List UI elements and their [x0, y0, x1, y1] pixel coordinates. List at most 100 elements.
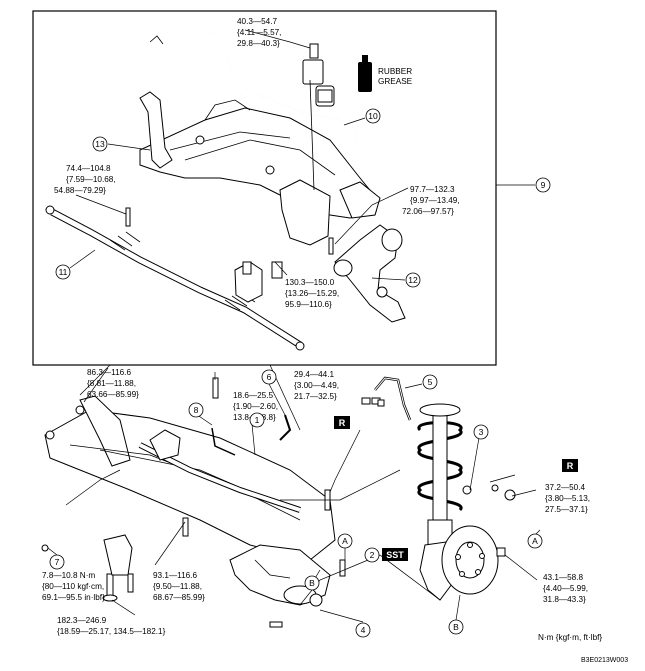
upper-bolts	[125, 207, 334, 255]
svg-text:29.8—40.3}: 29.8—40.3}	[237, 39, 280, 48]
svg-text:72.06—97.57}: 72.06—97.57}	[402, 207, 454, 216]
svg-text:74.4—104.8: 74.4—104.8	[66, 164, 111, 173]
grease-label-2: GREASE	[378, 77, 413, 86]
grease-label-1: RUBBER	[378, 67, 412, 76]
badge-r-1: R	[334, 416, 350, 429]
torque-spec-2: 74.4—104.8 {7.59—10.68, 54.88—79.29}	[54, 164, 116, 195]
svg-text:63.66—85.99}: 63.66—85.99}	[87, 390, 139, 399]
callout-9: 9	[535, 177, 551, 193]
svg-text:A: A	[532, 536, 538, 546]
svg-text:8: 8	[194, 405, 199, 415]
svg-text:{8.81—11.88,: {8.81—11.88,	[87, 379, 136, 388]
callout-4: 4	[355, 622, 371, 638]
svg-text:{9.50—11.88,: {9.50—11.88,	[153, 582, 202, 591]
torque-spec-4: 130.3—150.0 {13.26—15.29, 95.9—110.6}	[285, 278, 339, 309]
ref-a-1: A	[337, 533, 353, 549]
lower-steering-gear	[138, 429, 301, 513]
svg-text:10: 10	[368, 111, 378, 121]
svg-text:{18.59—25.17, 134.5—182.1}: {18.59—25.17, 134.5—182.1}	[57, 627, 166, 636]
svg-text:69.1—95.5 in·lbf}: 69.1—95.5 in·lbf}	[42, 593, 105, 602]
svg-text:18.6—25.5: 18.6—25.5	[233, 391, 274, 400]
svg-text:97.7—132.3: 97.7—132.3	[410, 185, 455, 194]
svg-text:{80—110 kgf·cm,: {80—110 kgf·cm,	[42, 582, 104, 591]
svg-text:21.7—32.5}: 21.7—32.5}	[294, 392, 337, 401]
stabilizer-link-and-hose	[211, 376, 412, 456]
svg-text:13: 13	[95, 139, 105, 149]
torque-spec-3: 97.7—132.3 {9.97—13.49, 72.06—97.57}	[402, 185, 460, 216]
svg-text:{4.40—5.99,: {4.40—5.99,	[543, 584, 588, 593]
svg-text:B: B	[309, 578, 315, 588]
svg-text:{9.97—13.49,: {9.97—13.49,	[410, 196, 460, 205]
svg-text:182.3—246.9: 182.3—246.9	[57, 616, 107, 625]
svg-text:86.3—116.6: 86.3—116.6	[87, 368, 131, 377]
torque-spec-10: 93.1—116.6 {9.50—11.88, 68.67—85.99}	[153, 571, 205, 602]
svg-text:R: R	[567, 461, 574, 471]
callout-1: 1	[249, 412, 265, 428]
callout-7: 7	[49, 554, 65, 570]
torque-spec-7: 29.4—44.1 {3.00—4.49, 21.7—32.5}	[294, 370, 339, 401]
ref-b-2: B	[448, 619, 464, 635]
front-crossmember	[139, 79, 381, 246]
svg-text:{3.00—4.49,: {3.00—4.49,	[294, 381, 339, 390]
callout-11: 11	[55, 264, 71, 280]
svg-text:7: 7	[55, 557, 60, 567]
callout-6: 6	[261, 369, 277, 385]
svg-text:31.8—43.3}: 31.8—43.3}	[543, 595, 586, 604]
svg-text:R: R	[339, 418, 346, 428]
ref-b-1: B	[304, 575, 320, 591]
callout-8: 8	[188, 402, 204, 418]
svg-text:{3.80—5.13,: {3.80—5.13,	[545, 494, 590, 503]
svg-text:4: 4	[361, 625, 366, 635]
badge-sst: SST	[382, 548, 408, 561]
svg-text:95.9—110.6}: 95.9—110.6}	[285, 300, 332, 309]
torque-spec-12: 182.3—246.9 {18.59—25.17, 134.5—182.1}	[57, 616, 166, 636]
svg-text:5: 5	[428, 377, 433, 387]
svg-text:3: 3	[479, 427, 484, 437]
torque-spec-5: 86.3—116.6 {8.81—11.88, 63.66—85.99}	[87, 368, 139, 399]
svg-text:12: 12	[408, 275, 418, 285]
svg-text:27.5—37.1}: 27.5—37.1}	[545, 505, 588, 514]
callout-10: 10	[365, 108, 381, 124]
svg-text:{4.11—5.57,: {4.11—5.57,	[237, 28, 281, 37]
svg-text:{7.59—10.68,: {7.59—10.68,	[66, 175, 116, 184]
units-note: N·m {kgf·m, ft·lbf}	[538, 633, 602, 642]
svg-text:1: 1	[255, 415, 260, 425]
svg-text:54.88—79.29}: 54.88—79.29}	[54, 186, 106, 195]
callout-12: 12	[405, 272, 421, 288]
svg-text:{1.90—2.60,: {1.90—2.60,	[233, 402, 278, 411]
svg-text:68.67—85.99}: 68.67—85.99}	[153, 593, 205, 602]
grease-tube: RUBBER GREASE	[358, 55, 413, 92]
steering-gear	[45, 205, 305, 351]
svg-text:A: A	[342, 536, 348, 546]
svg-text:SST: SST	[386, 550, 404, 560]
lower-arm	[333, 224, 406, 323]
svg-text:9: 9	[541, 180, 546, 190]
svg-text:37.2—50.4: 37.2—50.4	[545, 483, 586, 492]
ref-a-2: A	[527, 533, 543, 549]
svg-text:2: 2	[370, 550, 375, 560]
torque-spec-9: 7.8—10.8 N·m {80—110 kgf·cm, 69.1—95.5 i…	[42, 571, 105, 602]
callout-5: 5	[422, 374, 438, 390]
svg-text:130.3—150.0: 130.3—150.0	[285, 278, 335, 287]
svg-text:43.1—58.8: 43.1—58.8	[543, 573, 584, 582]
lower-crossmember	[44, 395, 336, 561]
svg-text:B: B	[453, 622, 459, 632]
detail-frame	[32, 10, 497, 366]
svg-text:6: 6	[267, 372, 272, 382]
stabilizer-bushing	[302, 43, 335, 107]
svg-text:7.8—10.8 N·m: 7.8—10.8 N·m	[42, 571, 95, 580]
torque-spec-11: 43.1—58.8 {4.40—5.99, 31.8—43.3}	[543, 573, 588, 604]
callout-2: 2	[364, 547, 380, 563]
svg-text:29.4—44.1: 29.4—44.1	[294, 370, 335, 379]
torque-spec-1: 40.3—54.7 {4.11—5.57, 29.8—40.3}	[237, 17, 281, 48]
figure-code: B3E0213W003	[581, 657, 628, 664]
knuckle-and-hub	[419, 525, 499, 601]
stabilizer-bar	[149, 31, 359, 163]
callout-13: 13	[92, 136, 108, 152]
svg-text:40.3—54.7: 40.3—54.7	[237, 17, 278, 26]
torque-spec-8: 37.2—50.4 {3.80—5.13, 27.5—37.1}	[545, 483, 590, 514]
svg-text:93.1—116.6: 93.1—116.6	[153, 571, 197, 580]
upper-leaders	[69, 29, 535, 281]
